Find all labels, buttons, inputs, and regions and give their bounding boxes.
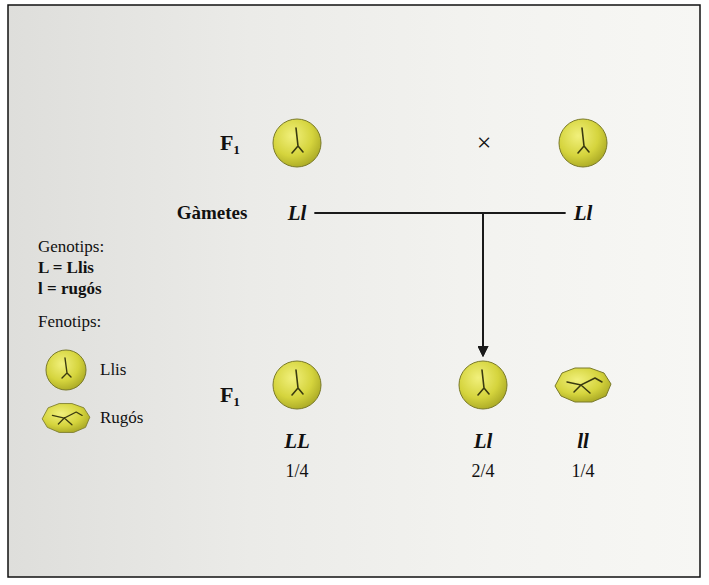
genotype-label: Ll [448, 430, 518, 452]
offspring-pea: LL 1/4 [262, 358, 332, 482]
gamete-genotype: Ll [572, 202, 595, 224]
key-heading: Fenotips: [38, 312, 101, 332]
pea-shape [262, 358, 332, 412]
wrinkled-pea [555, 368, 611, 402]
frame-border [8, 5, 700, 577]
cross-connector [314, 213, 483, 356]
genotype-label: Ll [574, 202, 593, 224]
pea-shape [548, 358, 618, 412]
legend-item: Llis [100, 360, 126, 380]
offspring-pea: Ll 2/4 [448, 358, 518, 482]
smooth-pea [459, 361, 507, 409]
offspring-pea: ll 1/4 [548, 358, 618, 482]
genotype-label: Ll [288, 202, 307, 224]
row-heading: Gàmetes [177, 202, 248, 224]
legend-text: Llis [100, 360, 126, 379]
allele-key: l = rugós [38, 279, 102, 299]
generation-label: F₁ [220, 130, 240, 156]
smooth-pea [559, 119, 607, 167]
smooth-pea [273, 119, 321, 167]
cross-symbol: × [477, 128, 492, 158]
legend-smooth-pea [46, 350, 86, 390]
legend-text: Rugós [100, 408, 143, 427]
genotype-label: ll [548, 430, 618, 452]
proportion-label: 1/4 [548, 460, 618, 482]
proportion-label: 1/4 [262, 460, 332, 482]
proportion-label: 2/4 [448, 460, 518, 482]
allele-key: L = Llis [38, 258, 94, 278]
generation-label: F₁ [220, 382, 240, 408]
legend-item: Rugós [100, 408, 143, 428]
key-heading: Genotips: [38, 237, 104, 257]
cross-connector [483, 213, 566, 356]
legend-wrinkled-pea [42, 404, 90, 433]
pea-shape [448, 358, 518, 412]
genotype-label: LL [262, 430, 332, 452]
gamete-genotype: Ll [286, 202, 309, 224]
smooth-pea [273, 361, 321, 409]
